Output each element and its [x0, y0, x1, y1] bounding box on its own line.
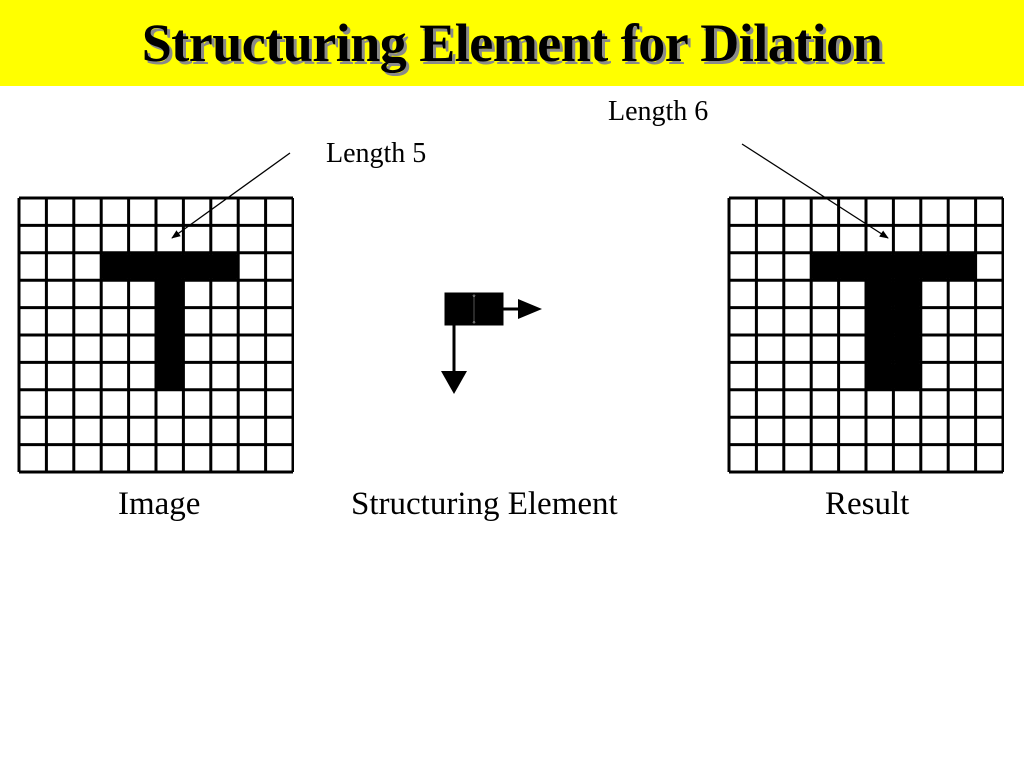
- filled-pixel: [893, 362, 921, 390]
- filled-pixel: [893, 280, 921, 308]
- filled-pixel: [866, 335, 894, 363]
- length-5-pointer-arrow: [171, 152, 291, 239]
- filled-pixel: [893, 335, 921, 363]
- filled-pixel: [920, 252, 949, 281]
- filled-pixel: [866, 252, 894, 281]
- filled-pixel: [866, 280, 894, 308]
- filled-pixel: [183, 252, 211, 281]
- slide-title: Structuring Element for Dilation: [141, 13, 883, 73]
- filled-pixel: [156, 252, 184, 281]
- filled-pixel: [128, 252, 156, 281]
- image-caption: Image: [118, 486, 201, 522]
- image-grid: [17, 196, 294, 474]
- filled-pixel: [156, 280, 184, 308]
- filled-pixel: [101, 252, 129, 281]
- filled-pixel: [838, 252, 866, 281]
- filled-pixel: [811, 252, 839, 281]
- se-pixel: [446, 294, 474, 324]
- title-bar: [0, 0, 1024, 86]
- filled-pixel: [156, 307, 184, 335]
- result-caption: Result: [825, 486, 910, 522]
- filled-pixel: [210, 252, 239, 281]
- filled-pixel: [948, 252, 976, 281]
- filled-pixel: [893, 252, 921, 281]
- se-pixel: [474, 294, 502, 324]
- filled-pixel: [866, 307, 894, 335]
- length-6-pointer-arrow: [741, 143, 889, 239]
- length-5-label: Length 5: [326, 138, 427, 169]
- length-6-label: Length 6: [608, 96, 709, 127]
- right-arrow-head: [518, 299, 542, 319]
- filled-pixel: [866, 362, 894, 390]
- down-arrow-head: [441, 371, 467, 394]
- structuring-element-caption: Structuring Element: [351, 486, 618, 522]
- result-grid: [727, 196, 1004, 474]
- filled-pixel: [156, 335, 184, 363]
- structuring-element-diagram: [441, 292, 542, 394]
- filled-pixel: [156, 362, 184, 390]
- filled-pixel: [893, 307, 921, 335]
